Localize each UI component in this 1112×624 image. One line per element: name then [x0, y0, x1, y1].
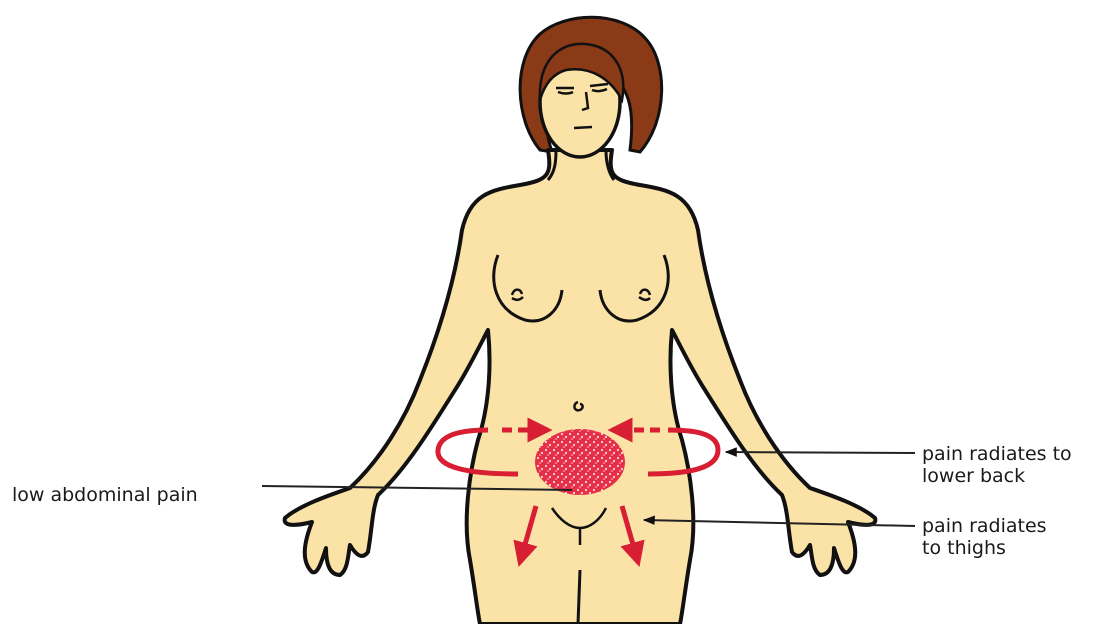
- label-low-abdominal-pain: low abdominal pain: [12, 484, 198, 506]
- mouth: [574, 127, 592, 128]
- label-thighs: pain radiates to thighs: [922, 515, 1047, 559]
- label-thighs-line2: to thighs: [922, 537, 1047, 559]
- pain-area-icon: [535, 429, 625, 495]
- label-lower-back-line1: pain radiates to: [922, 443, 1072, 465]
- legs-gap: [578, 570, 580, 624]
- pointer-lower-back: [726, 452, 915, 453]
- label-lower-back-line2: lower back: [922, 465, 1072, 487]
- label-thighs-line1: pain radiates: [922, 515, 1047, 537]
- label-lower-back: pain radiates to lower back: [922, 443, 1072, 487]
- body: [285, 150, 876, 624]
